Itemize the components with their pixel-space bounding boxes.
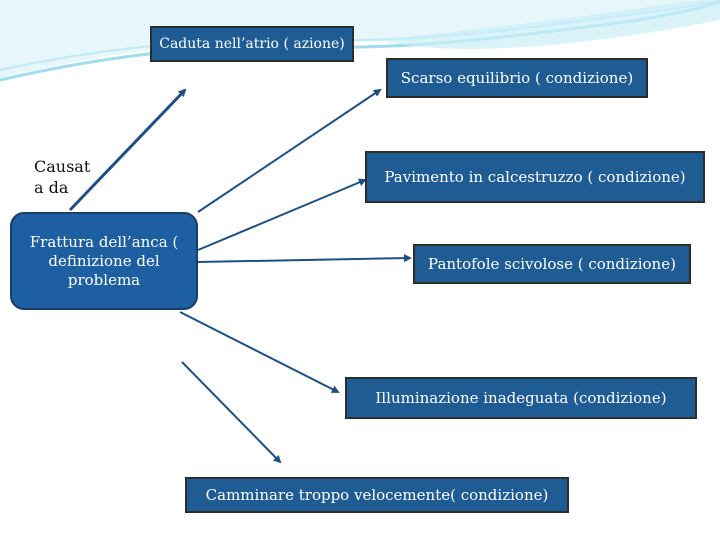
node-illuminazione-inadeguata-label: Illuminazione inadeguata (condizione) [375, 389, 666, 408]
node-scarso-equilibrio-label: Scarso equilibrio ( condizione) [401, 69, 633, 88]
node-camminare-velocemente: Camminare troppo velocemente( condizione… [185, 477, 569, 513]
arrow-to-illuminazione [180, 312, 338, 392]
arrow-to-pavimento [198, 180, 365, 250]
node-pantofole-scivolose: Pantofole scivolose ( condizione) [413, 244, 691, 284]
node-illuminazione-inadeguata: Illuminazione inadeguata (condizione) [345, 377, 697, 419]
node-pantofole-scivolose-label: Pantofole scivolose ( condizione) [428, 255, 676, 274]
arrow-to-camminare [182, 362, 280, 462]
node-pavimento-calcestruzzo: Pavimento in calcestruzzo ( condizione) [365, 151, 705, 203]
node-frattura-anca-label: Frattura dell’anca ( definizione del pro… [20, 233, 188, 290]
node-caduta-atrio: Caduta nell’atrio ( azione) [150, 26, 354, 62]
caused-by-label: Causat a da [34, 156, 104, 198]
node-pavimento-calcestruzzo-label: Pavimento in calcestruzzo ( condizione) [384, 168, 685, 187]
node-caduta-atrio-label: Caduta nell’atrio ( azione) [159, 36, 345, 53]
arrow-to-pantofole [198, 258, 410, 262]
arrow-to-scarso-equilibrio [198, 90, 380, 212]
node-scarso-equilibrio: Scarso equilibrio ( condizione) [386, 58, 648, 98]
node-frattura-anca: Frattura dell’anca ( definizione del pro… [10, 212, 198, 310]
node-camminare-velocemente-label: Camminare troppo velocemente( condizione… [206, 486, 549, 505]
